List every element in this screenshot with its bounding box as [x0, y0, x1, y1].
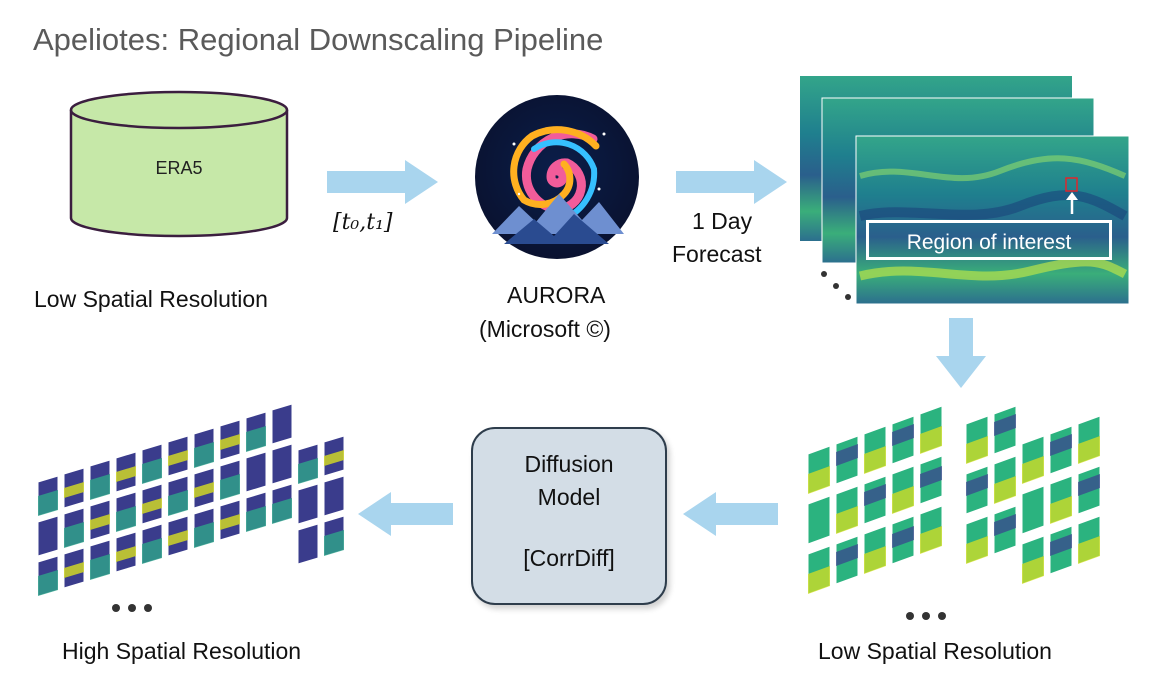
- arrow-down-icon: [936, 318, 986, 388]
- low-res-tile-grid: [807, 405, 1101, 620]
- forecast-map-stack: [800, 76, 1135, 308]
- field-map-stack-icon: [800, 76, 1130, 305]
- model-vendor: (Microsoft ©): [479, 316, 611, 342]
- model-name: AURORA: [507, 282, 606, 308]
- database-cylinder-icon: [69, 90, 289, 238]
- forecast-line1: 1 Day: [692, 208, 753, 234]
- diffusion-line1: Diffusion: [524, 451, 614, 477]
- arrow-right-icon: [327, 160, 438, 204]
- region-of-interest-label: Region of interest: [866, 220, 1112, 260]
- time-window-label: [t₀,t₁]: [333, 210, 393, 235]
- era5-caption: Low Spatial Resolution: [34, 286, 268, 312]
- era5-database: ERA5: [68, 88, 290, 246]
- diagram-title: Apeliotes: Regional Downscaling Pipeline: [33, 22, 604, 57]
- high-res-caption: High Spatial Resolution: [62, 638, 302, 664]
- diffusion-model-box: Diffusion Model [CorrDiff]: [471, 427, 667, 605]
- low-res-caption: Low Spatial Resolution: [818, 638, 1052, 664]
- high-res-tile-grid: [37, 403, 345, 612]
- diffusion-line2: Model: [537, 484, 601, 510]
- arrow-left-icon: [683, 492, 778, 536]
- arrow-left-icon: [358, 492, 453, 536]
- tile-grid-icon: [807, 405, 1101, 595]
- diffusion-line3: [CorrDiff]: [523, 545, 615, 571]
- arrow-right-icon: [676, 160, 787, 204]
- tile-grid-icon: [37, 403, 345, 597]
- database-label: ERA5: [155, 158, 203, 178]
- aurora-logo-icon: [475, 95, 639, 259]
- forecast-line2: Forecast: [672, 241, 762, 267]
